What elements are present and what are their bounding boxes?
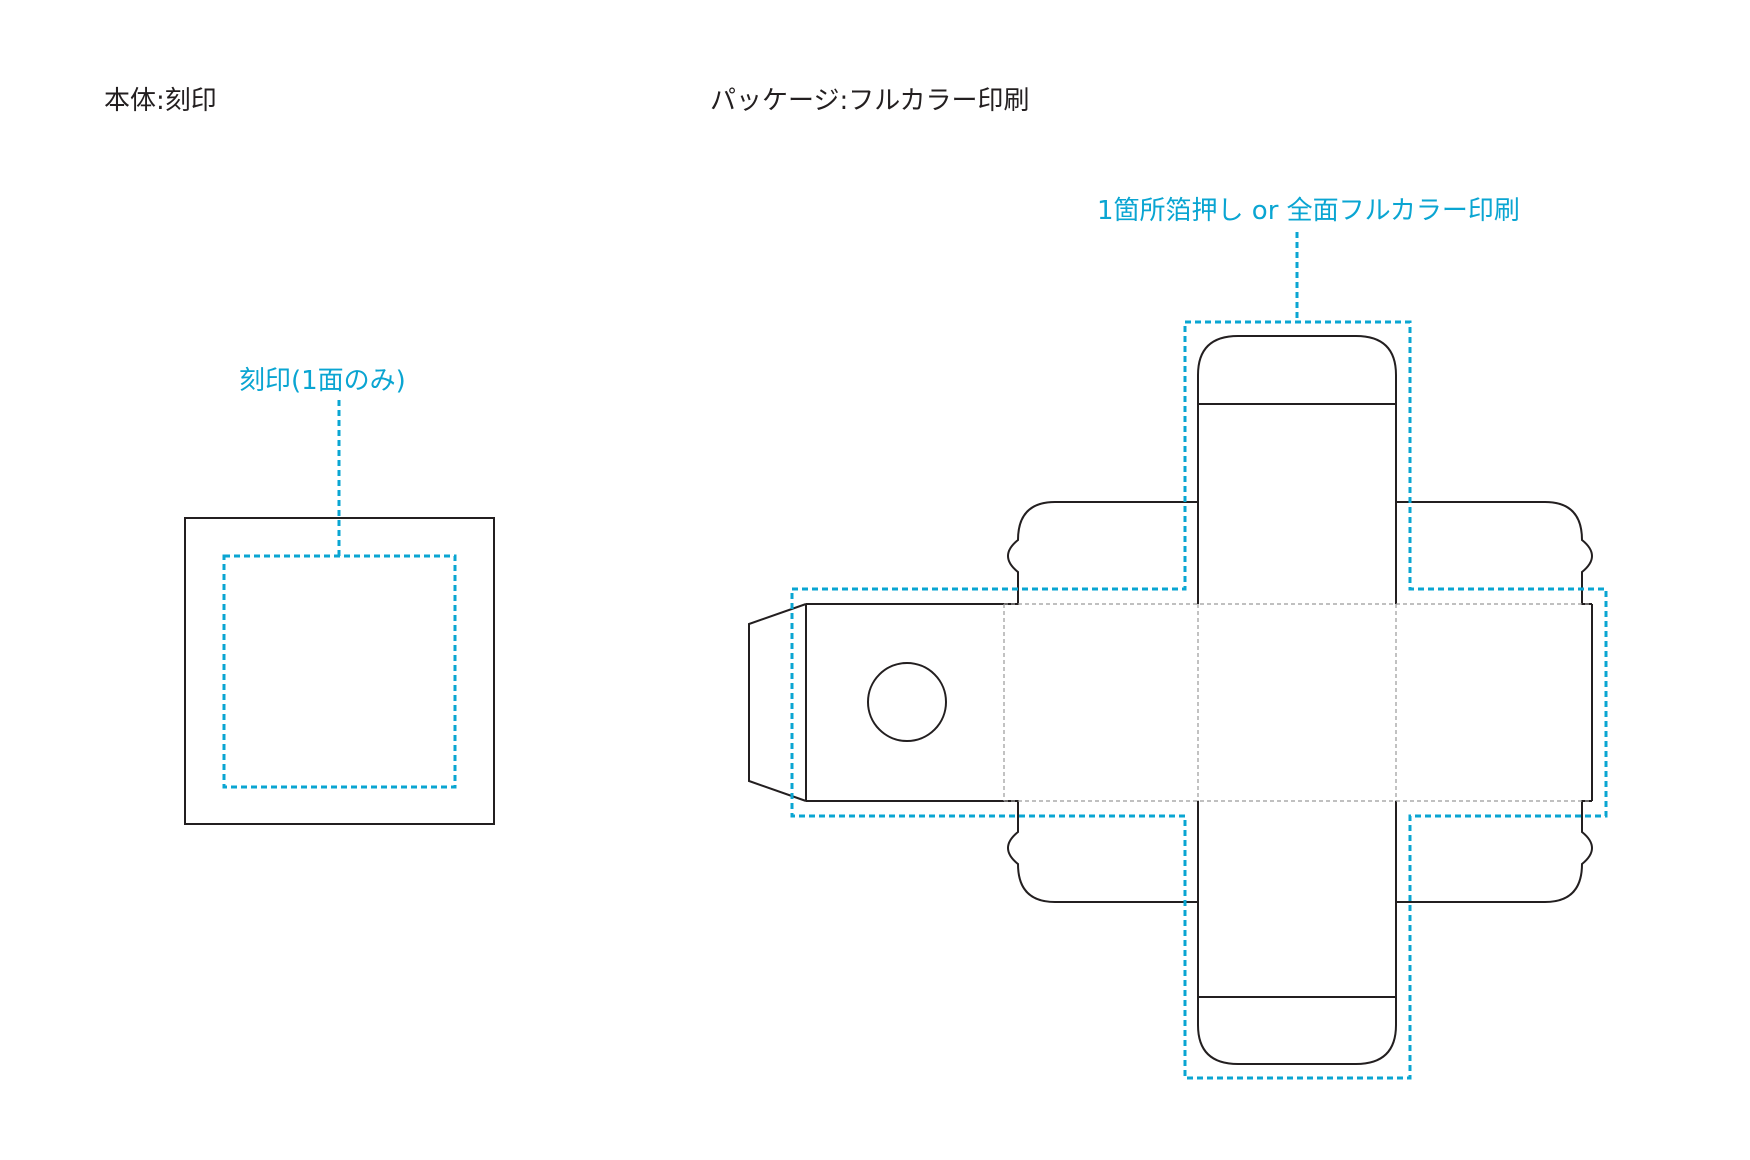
engrave-area-box [222, 554, 457, 789]
window-hole [867, 662, 947, 742]
glue-flap [748, 603, 807, 802]
print-area-outline [790, 320, 1608, 1080]
right-lower-dust-flap [1396, 800, 1594, 903]
left-lower-dust-flap [1004, 800, 1198, 903]
right-upper-dust-flap [1396, 501, 1594, 605]
top-tuck-flap [1197, 335, 1397, 502]
package-dieline [748, 335, 1594, 1065]
print-area [790, 232, 1608, 1080]
fold-lines [1003, 603, 1592, 802]
engrave-area-callout: 刻印(1面のみ) [239, 366, 406, 396]
print-area-callout: 1箇所箔押し or 全面フルカラー印刷 [1097, 196, 1520, 226]
product-body [184, 400, 495, 825]
body-engraving-heading: 本体:刻印 [104, 86, 217, 116]
bottom-tuck-flap [1197, 801, 1397, 1065]
product-body-outline [184, 517, 495, 825]
left-upper-dust-flap [1004, 501, 1198, 605]
package-printing-heading: パッケージ:フルカラー印刷 [710, 86, 1030, 116]
